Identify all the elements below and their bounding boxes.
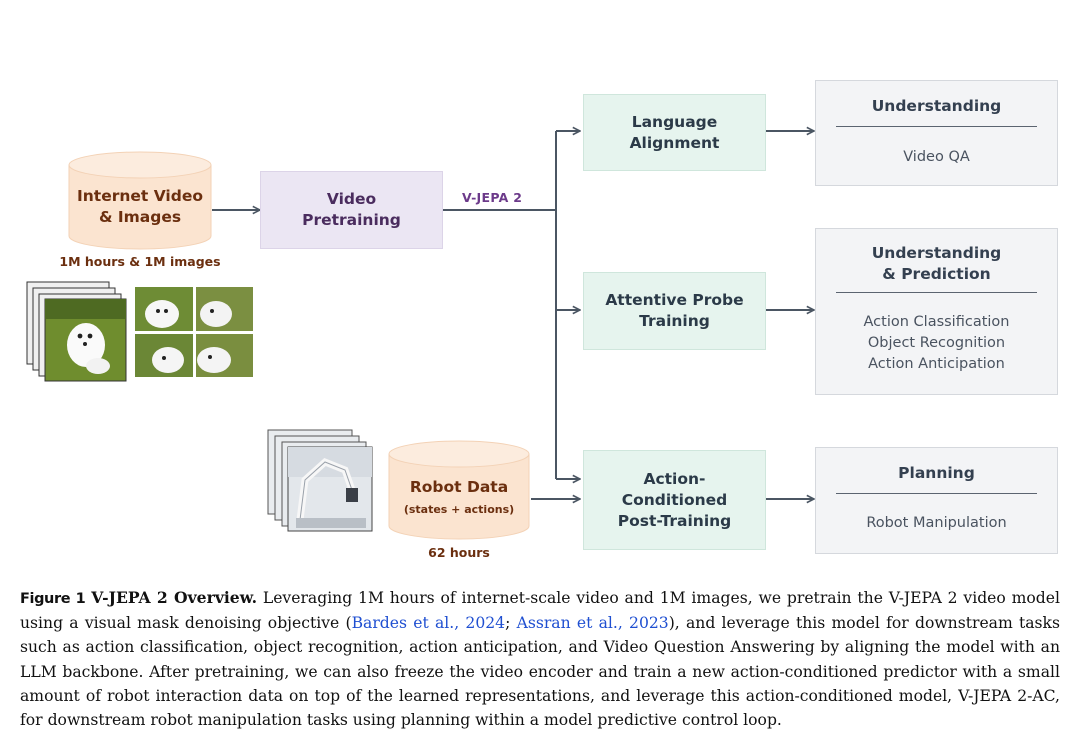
output-item: Robot Manipulation (866, 515, 1007, 531)
output-item: Video QA (903, 149, 970, 165)
divider (836, 292, 1037, 293)
output-heading: Planning (898, 464, 975, 482)
diagram-connectors (26, 0, 1080, 540)
language-alignment-box: Language Alignment (583, 94, 766, 171)
model-label: V-JEPA 2 (462, 190, 523, 205)
output-planning: Planning Robot Manipulation (815, 447, 1058, 554)
divider (836, 126, 1037, 127)
video-pretraining-label: Video Pretraining (302, 190, 401, 229)
figure-label: Figure 1 (20, 591, 86, 607)
output-item-list: Action Classification Object Recognition… (816, 312, 1057, 375)
output-item: Action Classification (863, 314, 1010, 330)
divider (836, 493, 1037, 494)
output-understanding: Understanding Video QA (815, 80, 1058, 186)
figure-caption: Figure 1 V-JEPA 2 Overview. Leveraging 1… (20, 586, 1060, 732)
video-pretraining-box: Video Pretraining (260, 171, 443, 249)
robot-frames-image (267, 429, 373, 532)
output-heading: Understanding (871, 97, 1002, 115)
robot-data-label: Robot Data (409, 478, 509, 496)
caption-text: Leveraging 1M hours of internet-scale vi… (20, 589, 1060, 633)
citation-assran[interactable]: Assran et al., 2023 (516, 614, 669, 633)
output-understanding-prediction: Understanding & Prediction Action Classi… (815, 228, 1058, 395)
output-item: Action Anticipation (868, 356, 1005, 372)
attentive-probe-label: Attentive Probe Training (605, 291, 744, 330)
figure-title: V-JEPA 2 Overview. (91, 588, 258, 607)
action-conditioned-box: Action- Conditioned Post-Training (583, 450, 766, 550)
robot-data-subtitle: (states + actions) (403, 503, 515, 516)
internet-video-caption: 1M hours & 1M images (59, 254, 221, 269)
output-item: Object Recognition (867, 335, 1006, 351)
language-alignment-label: Language Alignment (629, 112, 720, 152)
citation-separator: ; (505, 614, 517, 633)
video-frames-image (26, 281, 127, 382)
citation-bardes[interactable]: Bardes et al., 2024 (351, 614, 506, 633)
internet-video-label: Internet Video & Images (76, 187, 203, 226)
internet-video-cylinder (68, 151, 212, 250)
robot-data-caption: 62 hours (428, 545, 490, 560)
attentive-probe-box: Attentive Probe Training (583, 272, 766, 350)
caption-text: ), and leverage this model for downstrea… (20, 614, 1061, 730)
action-conditioned-label: Action- Conditioned Post-Training (617, 469, 732, 530)
robot-data-cylinder (388, 440, 530, 540)
image-grid (135, 287, 253, 377)
output-heading: Understanding & Prediction (871, 244, 1002, 283)
